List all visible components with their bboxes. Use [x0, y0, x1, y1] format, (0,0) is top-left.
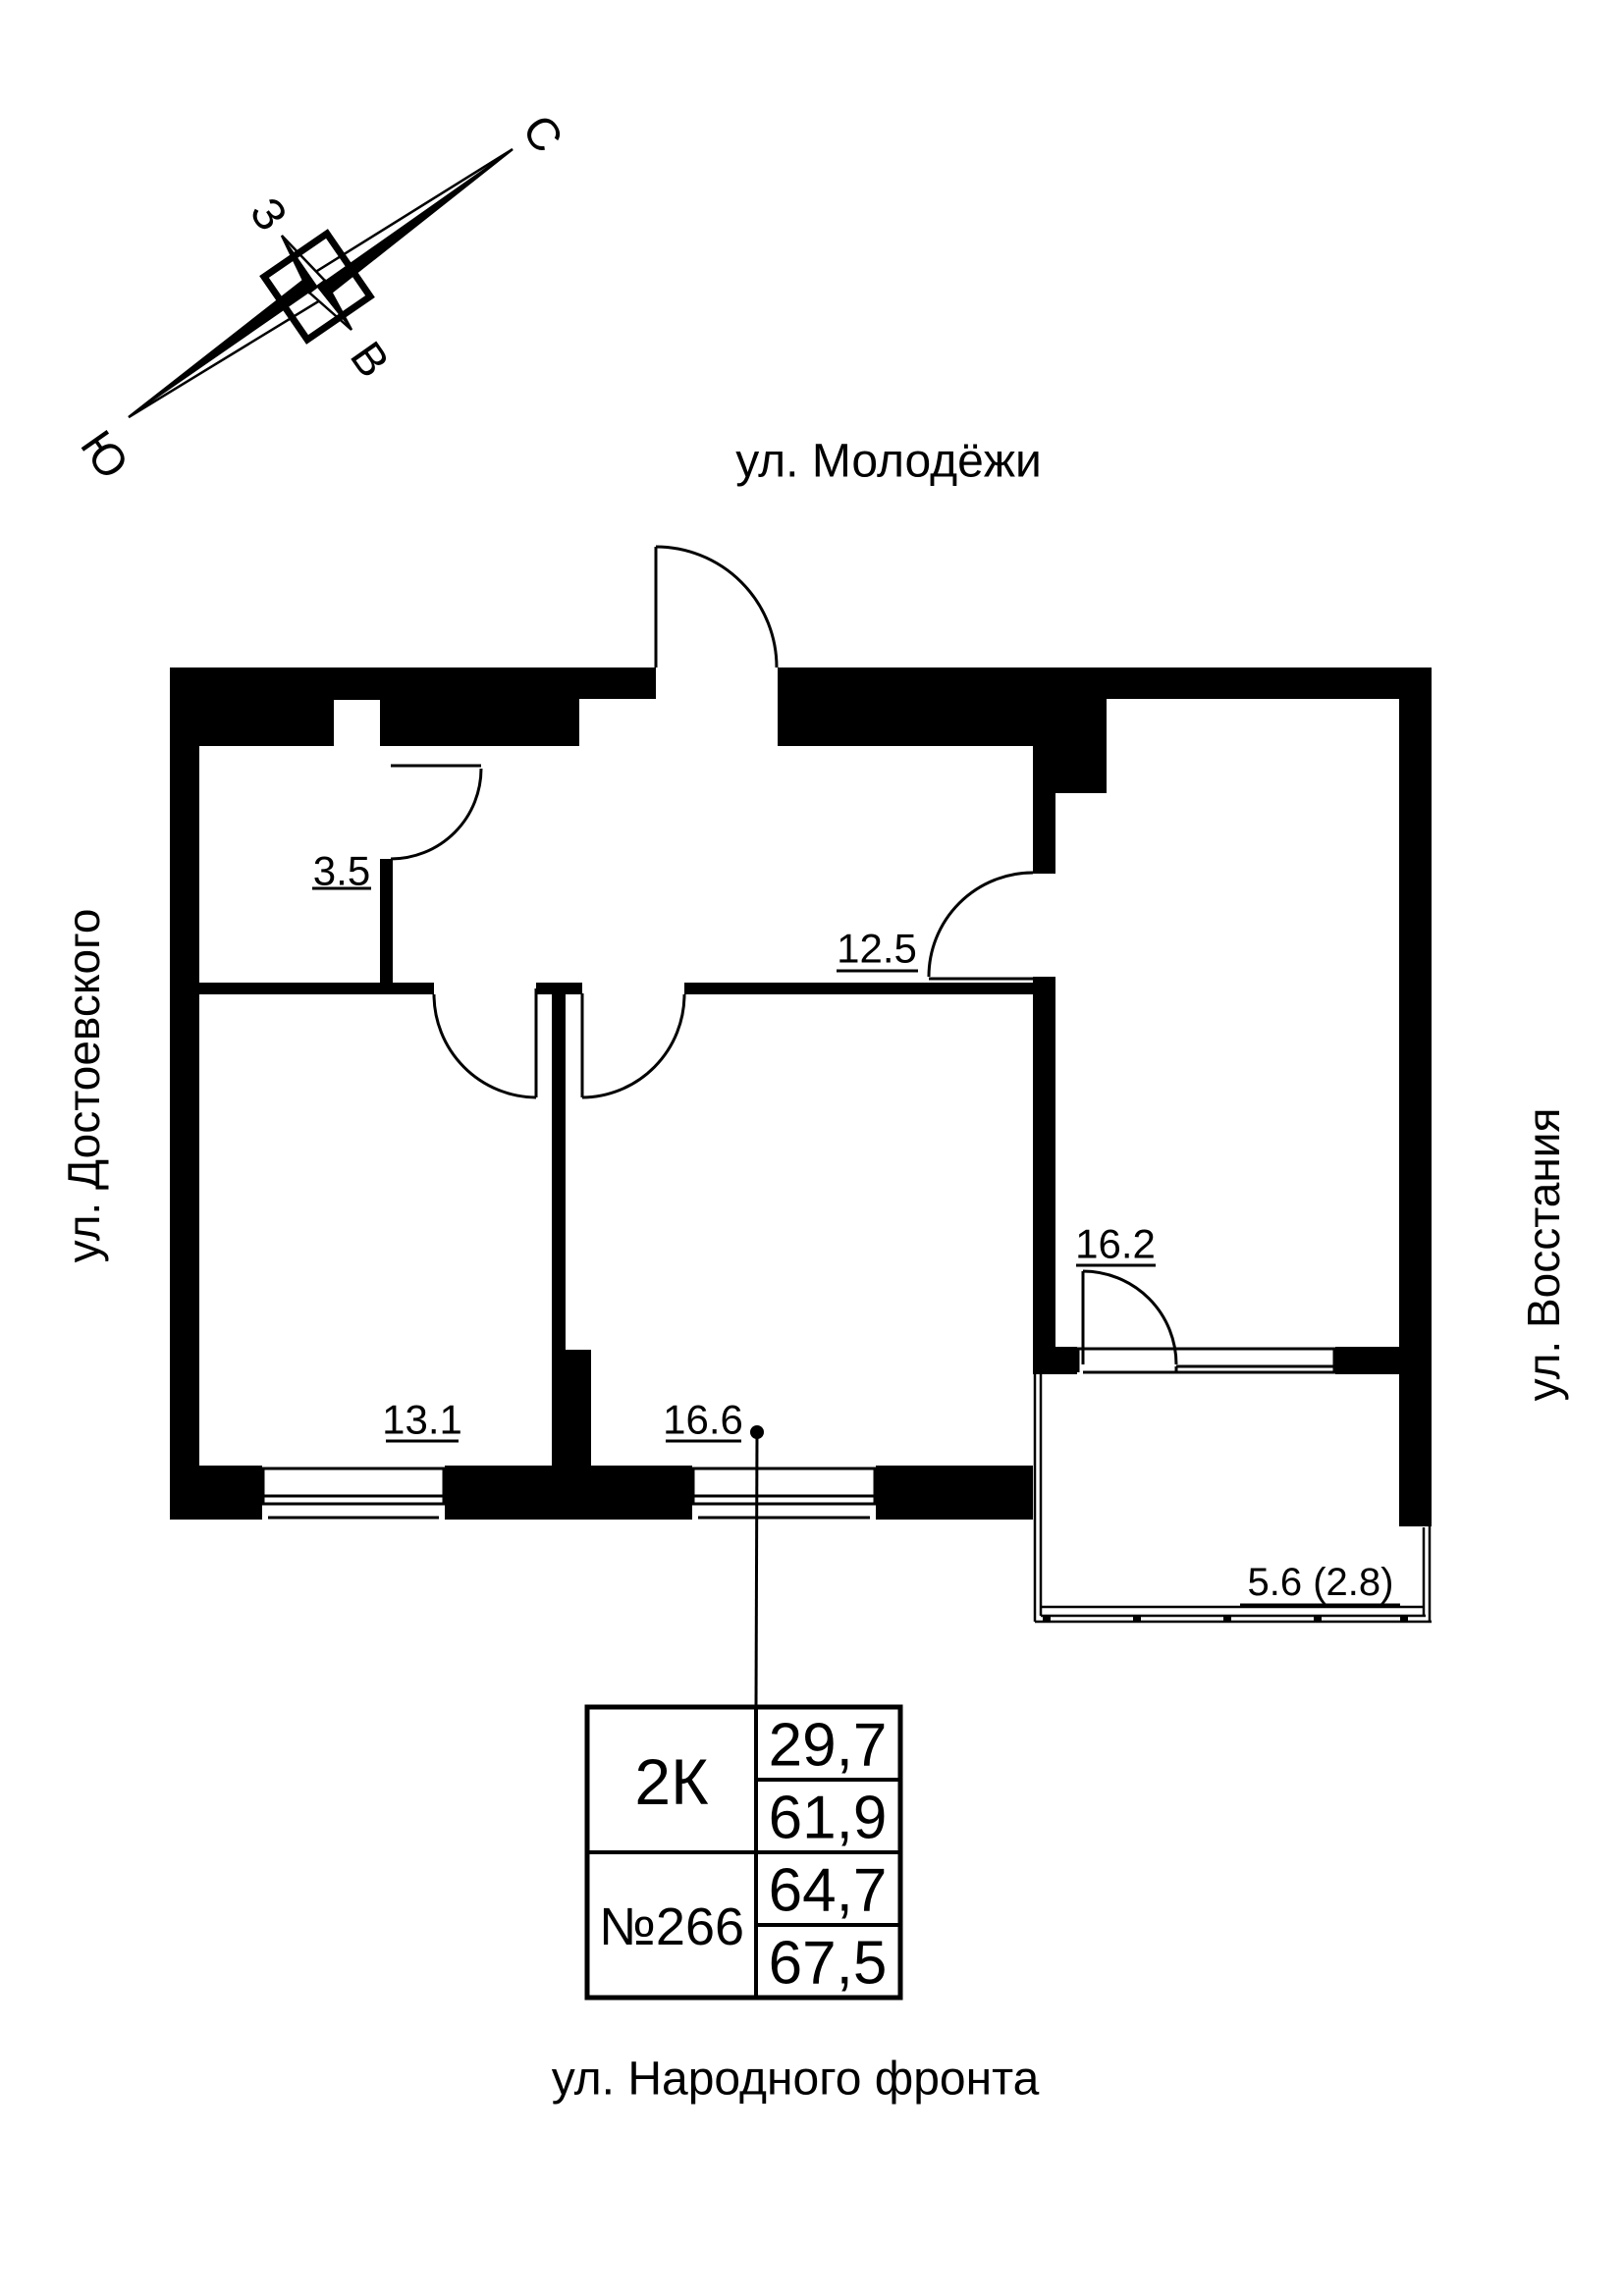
compass-letter-south: Ю [71, 421, 138, 488]
compass-letter-east: В [341, 333, 400, 387]
balcony-tick [1400, 1615, 1408, 1623]
wall-top-right [1107, 667, 1432, 699]
windows [261, 1347, 1336, 1520]
room-label-16-2: 16.2 [1075, 1221, 1156, 1267]
wall-partition-chunk [566, 1350, 591, 1466]
balcony-tick [1043, 1615, 1051, 1623]
door-kitchen [927, 871, 1034, 981]
wall-hall-bottom-right [684, 983, 1033, 994]
room-labels: 3.5 12.5 13.1 16.6 16.2 5.6 (2.8) [312, 848, 1400, 1607]
compass-letter-west: З [241, 188, 298, 240]
compass-rose: С З В Ю [71, 105, 572, 487]
door-room-16-6 [580, 993, 686, 1099]
wall-right [1399, 667, 1432, 1526]
door-room-13-1 [432, 988, 538, 1099]
wall-bottom-2 [445, 1466, 692, 1520]
room-label-16-6: 16.6 [663, 1397, 743, 1443]
area-value-cell-4: 67,5 [769, 1930, 888, 1998]
wall-balcony-pier-left [1033, 1347, 1077, 1374]
room-label-hallway: 12.5 [837, 926, 917, 972]
area-value-cell-1: 29,7 [769, 1712, 888, 1780]
wall-balcony-pier-right [1335, 1347, 1399, 1374]
street-label-right: ул. Восстания [1518, 1108, 1569, 1402]
wall-hall-bottom-stub [536, 983, 582, 994]
balcony-outline [1033, 1374, 1432, 1624]
area-value-cell-3: 64,7 [769, 1857, 888, 1925]
wall-top-entry-right [778, 667, 1033, 746]
apartment-number-cell: №266 [599, 1897, 744, 1956]
wall-top-entry-left [579, 667, 656, 699]
wall-storage-right [380, 859, 393, 983]
room-label-storage: 3.5 [313, 848, 370, 894]
street-label-top: ул. Молодёжи [735, 436, 1042, 488]
area-value-cell-2: 61,9 [769, 1785, 888, 1852]
doors [390, 545, 1178, 1365]
leader-line [750, 1425, 764, 1708]
wall-bottom-1 [170, 1466, 262, 1520]
wall-kitchen-upper [1033, 793, 1055, 874]
balcony-tick [1223, 1615, 1231, 1623]
walls [170, 667, 1432, 1526]
apartment-type-cell: 2К [634, 1745, 709, 1818]
balcony-tick [1133, 1615, 1141, 1623]
wall-bottom-3 [876, 1466, 1033, 1520]
street-labels: ул. Молодёжи ул. Достоевского ул. Восста… [58, 436, 1569, 2106]
compass-needle-north-fill [316, 148, 514, 298]
compass-letter-north: С [513, 105, 573, 161]
storage-door [390, 764, 483, 861]
window-room-16-6 [691, 1467, 877, 1520]
wall-left [170, 667, 199, 1520]
wall-partition [552, 993, 566, 1466]
window-balcony-band [1076, 1347, 1336, 1374]
entrance-door [654, 545, 779, 668]
compass-diamond [259, 229, 375, 345]
balcony-tick [1314, 1615, 1322, 1623]
street-label-bottom: ул. Народного фронта [552, 2054, 1040, 2106]
street-label-left: ул. Достоевского [58, 909, 109, 1263]
compass-needle-south-fill [128, 275, 318, 418]
room-label-13-1: 13.1 [382, 1397, 462, 1443]
balcony-door [1081, 1269, 1178, 1365]
wall-shaft-block [1033, 667, 1107, 793]
wall-hall-bottom-left [199, 983, 434, 994]
room-label-balcony: 5.6 (2.8) [1248, 1561, 1394, 1604]
wall-kitchen-lower [1033, 977, 1055, 1355]
wall-niche [334, 700, 380, 746]
info-table: 2К №266 29,7 61,9 64,7 67,5 [584, 1704, 903, 2001]
window-room-13-1 [261, 1467, 446, 1520]
